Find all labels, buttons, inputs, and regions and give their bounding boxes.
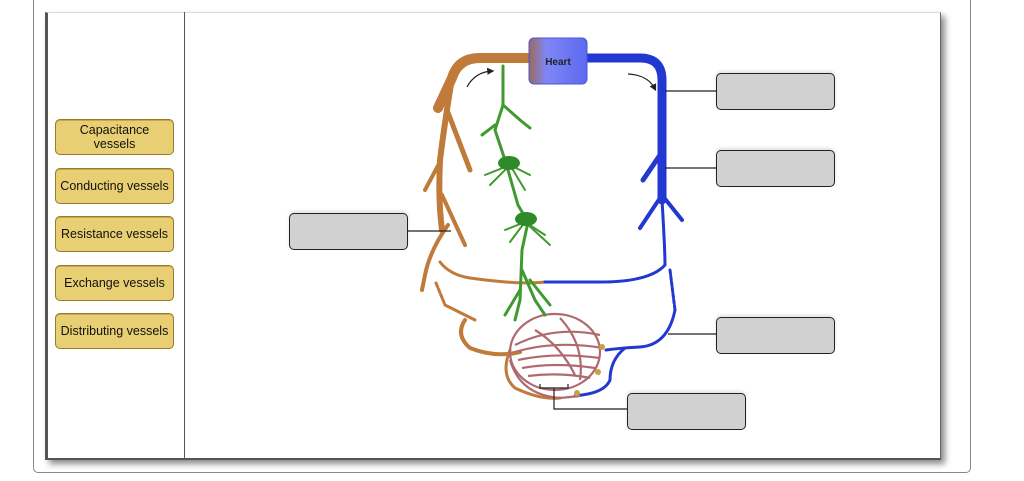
label-tile-exchange-vessels[interactable]: Exchange vessels (55, 265, 174, 301)
venule-dashed (668, 268, 677, 312)
capillary-bed (508, 312, 604, 400)
venule-lower (573, 346, 627, 398)
heart-label: Heart (545, 57, 571, 68)
arteriole (443, 303, 477, 322)
leader-lines (408, 90, 716, 410)
drop-zone-left-artery[interactable] (289, 213, 408, 250)
drop-zone-capillary-bed[interactable] (627, 393, 746, 430)
label-text: Distributing vessels (60, 324, 169, 338)
flow-arrow-right (627, 73, 657, 92)
vein-lower (543, 198, 667, 284)
venous-system (543, 53, 684, 398)
lymph-nodes (498, 156, 537, 226)
vein-branch (638, 193, 664, 230)
label-text: Exchange vessels (64, 276, 165, 290)
vein-branch (640, 152, 663, 183)
label-text: Capacitance vessels (79, 123, 150, 151)
label-tile-capacitance-vessels[interactable]: Capacitance vessels (55, 119, 174, 155)
label-tile-distributing-vessels[interactable]: Distributing vessels (55, 313, 174, 349)
venule (604, 308, 677, 352)
arteriole-loop (459, 318, 522, 357)
label-text: Resistance vessels (61, 227, 168, 241)
label-text: Conducting vessels (60, 179, 169, 193)
precapillary-sphincters (574, 344, 605, 396)
artery-branch (423, 158, 443, 192)
label-tile-resistance-vessels[interactable]: Resistance vessels (55, 216, 174, 252)
vein-branch (660, 193, 684, 222)
drop-zone-medium-vein[interactable] (716, 150, 835, 187)
flow-arrow-left (466, 67, 495, 88)
metarteriole (504, 348, 562, 400)
label-tile-conducting-vessels[interactable]: Conducting vessels (55, 168, 174, 204)
panel-divider (184, 12, 185, 459)
vena-cava (580, 53, 667, 205)
artery-branch (444, 107, 473, 173)
heart: Heart (528, 37, 588, 85)
drop-zone-large-vein[interactable] (716, 73, 835, 110)
artery-branch (440, 193, 467, 247)
drop-zone-venule[interactable] (716, 317, 835, 354)
artery-branch (420, 223, 450, 292)
arterial-system (420, 53, 562, 400)
arteriole-dashed (434, 281, 447, 307)
